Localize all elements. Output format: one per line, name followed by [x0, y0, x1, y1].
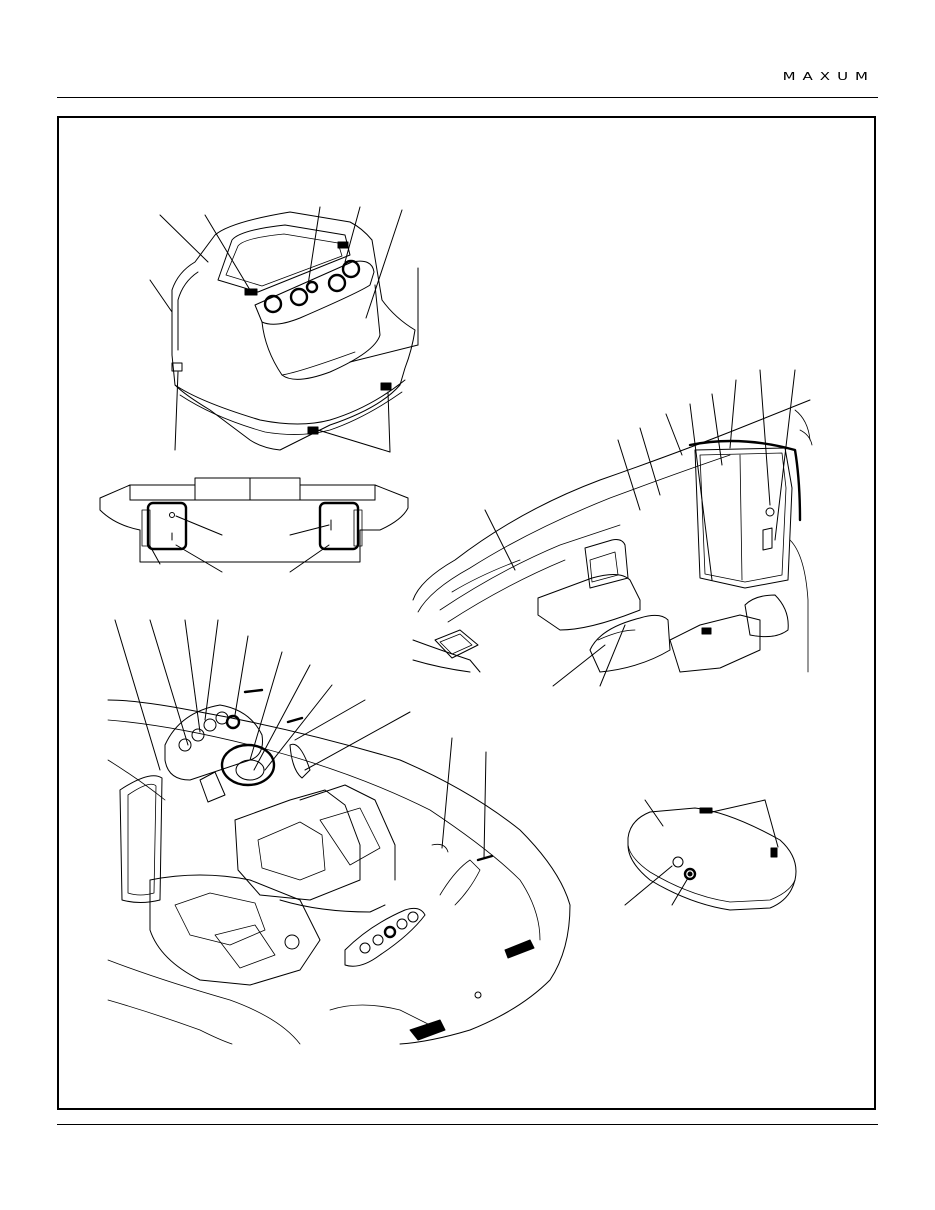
- aft-bench: [149, 874, 321, 986]
- bow-area-figure: [412, 369, 813, 687]
- hinge-2: [380, 382, 392, 391]
- footer-rule: [57, 1124, 878, 1125]
- aft-gauge-2: [372, 934, 384, 946]
- cup-holder: [284, 934, 300, 950]
- console-front-panel: [261, 284, 381, 380]
- stern-vent: [409, 1019, 446, 1041]
- cleat: [289, 743, 311, 779]
- hatch-cup-holder: [672, 856, 684, 868]
- gauge-small: [305, 280, 319, 294]
- helm-console-base: [589, 614, 671, 673]
- throttle-control: [199, 771, 226, 803]
- dash-gauge-2: [191, 728, 205, 742]
- hatch-hinge-1: [699, 807, 713, 814]
- gauge-3: [327, 273, 347, 293]
- aft-gauge-panel: [344, 907, 426, 967]
- maxum-logo: MAXUM: [782, 70, 875, 83]
- transom-fitting: [474, 991, 482, 999]
- steering-wheel: [220, 743, 276, 787]
- gunwale-left: [412, 399, 811, 601]
- console-display-inner: [225, 233, 343, 287]
- cockpit-hull-outline: [107, 699, 571, 1045]
- console-shell: [171, 211, 416, 451]
- left-door-latch: [169, 512, 175, 518]
- gauge-panel: [254, 260, 375, 325]
- left-door-panel: [146, 501, 188, 551]
- side-vent: [504, 939, 535, 959]
- helm-console-figure: [149, 206, 419, 453]
- seat-base: [279, 899, 386, 913]
- steering-hub: [235, 759, 265, 781]
- hatch-latch-knob: [683, 867, 697, 881]
- aft-gauge-3: [383, 925, 397, 939]
- header-rule: [57, 97, 878, 98]
- gauge-2: [289, 287, 309, 307]
- console-latch-2: [337, 241, 349, 249]
- door-handle: [765, 507, 775, 517]
- cabin-door-open: [119, 775, 163, 903]
- right-hinge-block: [353, 509, 363, 547]
- aft-gauge-4: [396, 918, 408, 930]
- bow-seat: [537, 574, 641, 631]
- bow-seat-back: [584, 539, 629, 589]
- console-side-edge: [177, 271, 199, 351]
- aft-gauge-5: [407, 911, 419, 923]
- console-latch: [244, 288, 258, 296]
- dash-gauge-3: [203, 718, 217, 732]
- plan-outline: [99, 477, 409, 563]
- console-plan-figure: [99, 477, 409, 573]
- right-door-panel: [318, 501, 360, 551]
- deck-light: [243, 688, 264, 694]
- anchor-locker: [434, 629, 479, 659]
- hatch-hinge-2: [770, 847, 778, 858]
- gauge-1: [263, 294, 283, 314]
- windshield-frame: [688, 439, 802, 522]
- left-hinge-block: [141, 509, 151, 547]
- cockpit-pedestal: [744, 594, 789, 638]
- hatch-cover-figure: [624, 799, 797, 911]
- floor-hatch: [669, 614, 761, 673]
- helm-seat-right: [299, 784, 396, 881]
- console-base: [174, 379, 406, 425]
- door-hinge: [762, 527, 773, 551]
- gauge-4: [341, 259, 361, 279]
- hatch-latch: [701, 627, 712, 635]
- dash-gauge-5: [225, 714, 241, 730]
- cockpit-overview-figure: [107, 619, 571, 1045]
- hatch-cover-outline: [627, 807, 797, 911]
- hinge-1: [307, 426, 319, 435]
- side-latch: [171, 362, 183, 372]
- helm-seat-left: [234, 789, 361, 901]
- illustration-frame: [57, 116, 876, 1110]
- bow-hull: [412, 639, 481, 673]
- dash-gauge-1: [178, 738, 192, 752]
- aft-gauge-1: [359, 942, 371, 954]
